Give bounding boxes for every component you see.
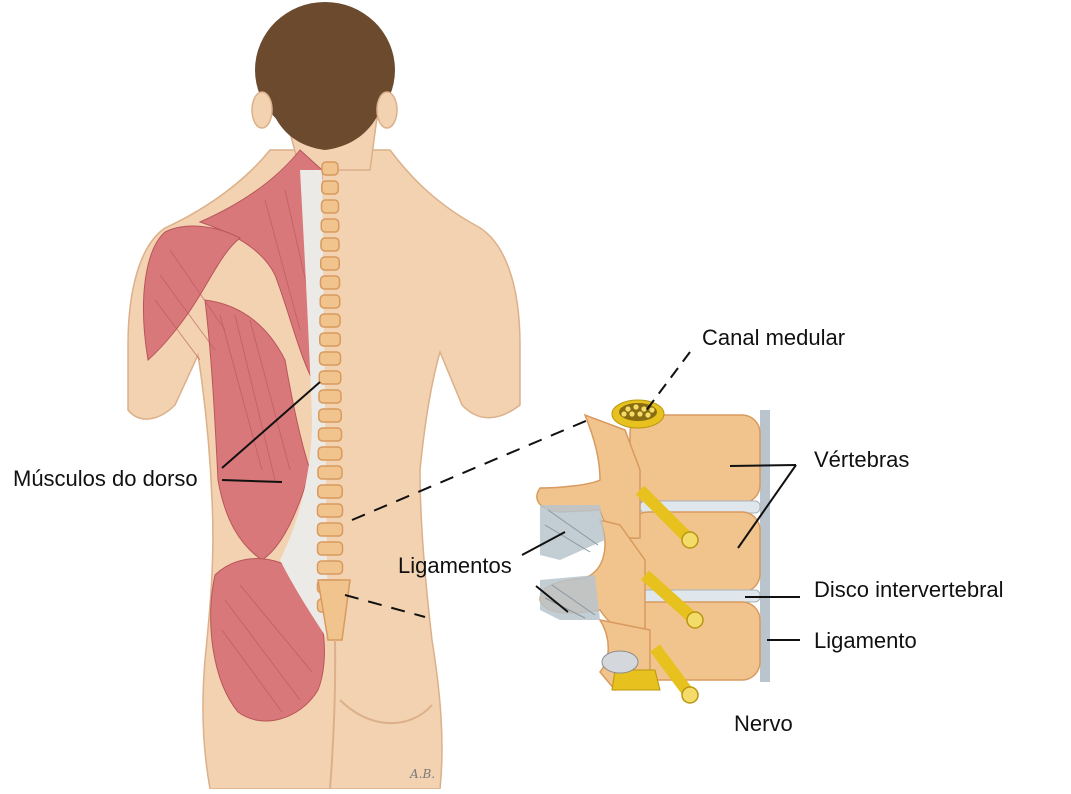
spine-vertebra [316, 560, 344, 575]
spinal-canal-fibers [621, 404, 655, 418]
muscle-striations [154, 189, 313, 713]
leader-vertebras-2 [737, 464, 797, 549]
spine-vertebra [320, 199, 340, 214]
label-ligamento: Ligamento [814, 628, 917, 653]
thoracolumbar-fascia [280, 170, 328, 640]
spine-vertebra [319, 332, 341, 347]
nerve-tip-top [681, 531, 699, 549]
hair-back [265, 70, 388, 150]
leader-lines [221, 351, 800, 641]
nerve-fiber-dot [637, 411, 643, 417]
spine-vertebra [318, 408, 342, 423]
spine-vertebra [319, 313, 341, 328]
spine-vertebra [320, 256, 340, 271]
nerve-root-mid [640, 570, 700, 625]
disc-cut-low [601, 650, 639, 674]
spine-vertebra [319, 294, 341, 309]
buttock-crease [329, 639, 337, 790]
dash-line-top [351, 419, 589, 521]
leader-vertebras-1 [729, 464, 797, 467]
spine-vertebra [319, 275, 341, 290]
vertebrae-closeup [536, 399, 770, 704]
spine-vertebra [318, 351, 342, 366]
ligament-striations [544, 509, 599, 619]
nerve-fiber-dot [625, 406, 631, 412]
human-figure [127, 2, 521, 790]
nerve-tip-low [681, 686, 699, 704]
nerve-fiber-dot [629, 411, 635, 417]
spine-vertebra [320, 237, 340, 252]
dash-line-bottom [344, 594, 426, 618]
spine-vertebra [317, 427, 343, 442]
nerve-fiber-dot [645, 412, 651, 418]
nerve-fiber-dot [649, 407, 655, 413]
posterior-ligament-band [760, 410, 770, 682]
nerve-fiber-dot [633, 404, 639, 410]
label-musculos-do-dorso: Músculos do dorso [13, 466, 198, 491]
left-ear [251, 91, 273, 129]
label-vertebras: Vértebras [814, 447, 910, 472]
nerve-tip-mid [686, 611, 704, 629]
deltoid-muscle [143, 225, 241, 361]
leader-musculos-1 [221, 381, 321, 469]
label-disco-intervertebral: Disco intervertebral [814, 577, 1004, 602]
label-canal-medular: Canal medular [702, 325, 846, 350]
cauda-nerve [611, 669, 661, 691]
right-ear [376, 91, 398, 129]
leader-ligamentos-2 [535, 585, 569, 613]
leader-musculos-2 [221, 479, 283, 483]
spine-vertebra [318, 370, 342, 385]
vertebral-body [629, 414, 761, 504]
sacrum [317, 579, 351, 641]
spine-vertebra [320, 218, 340, 233]
spine-vertebra [321, 180, 339, 195]
nerve-fiber-dot [641, 406, 647, 412]
right-buttock-shadow [339, 699, 433, 725]
interspinous-ligament-top [540, 505, 605, 560]
spine-column [316, 161, 351, 641]
spine-vertebra [318, 389, 342, 404]
latissimus-muscle [204, 299, 311, 561]
spine-vertebra [316, 522, 344, 537]
spine-vertebra [317, 465, 343, 480]
nerve-root-top [635, 485, 695, 545]
label-ligamentos: Ligamentos [398, 553, 512, 578]
spine-vertebra [316, 503, 344, 518]
spine-vertebra [317, 484, 343, 499]
dash-canal [644, 351, 691, 413]
spinal-nerves [601, 485, 704, 704]
nerve-fiber-dot [621, 411, 627, 417]
spine-vertebra [316, 541, 344, 556]
leader-ligamentos-1 [521, 531, 566, 556]
label-nervo: Nervo [734, 711, 793, 736]
spine-vertebra [321, 161, 339, 176]
nerve-root-low [650, 644, 695, 699]
spine-vertebra [317, 446, 343, 461]
trapezius-muscle [198, 149, 323, 392]
artist-signature: A.B. [409, 767, 435, 781]
